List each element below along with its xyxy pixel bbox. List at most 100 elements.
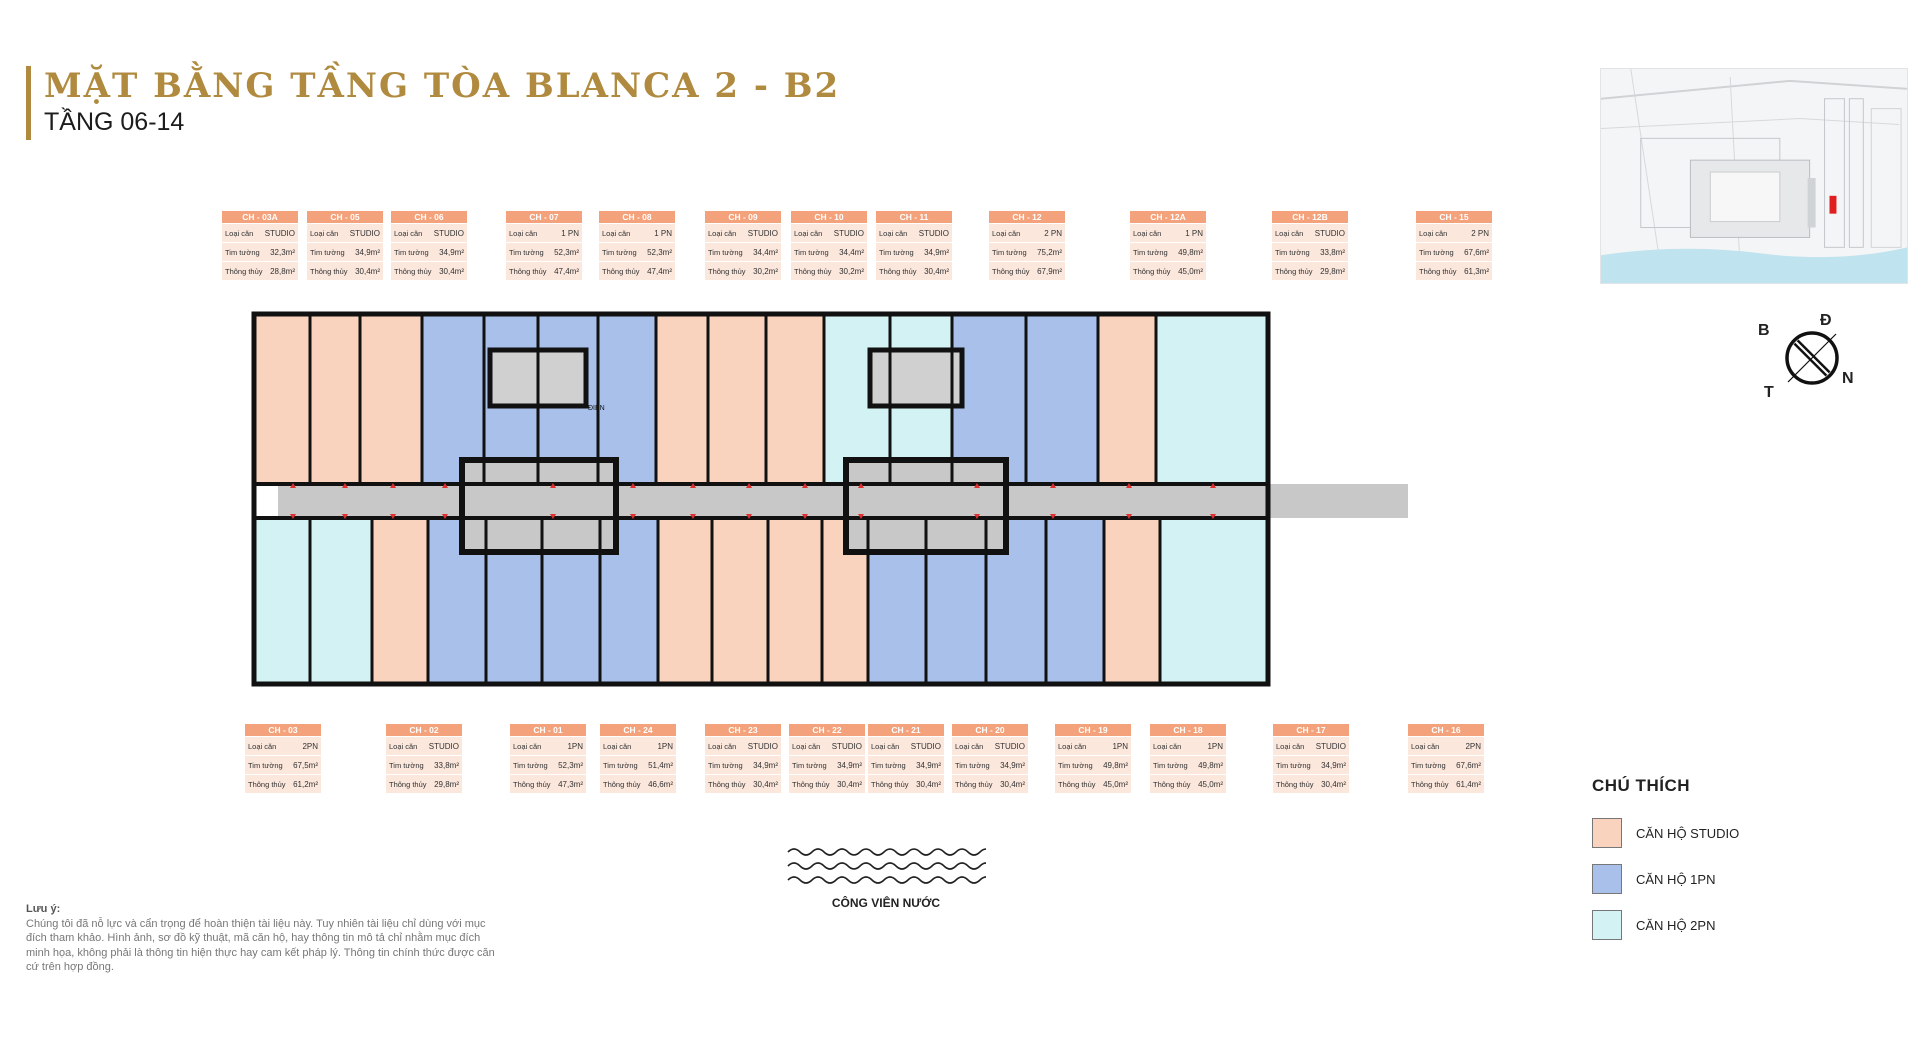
- unit-wall-value: 34,9m²: [355, 247, 380, 257]
- unit-clear-label: Thông thủy: [394, 266, 432, 276]
- unit-code: CH - 15: [1416, 211, 1492, 223]
- door-marker: [390, 514, 396, 519]
- unit-clear-value: 30,4m²: [916, 779, 941, 789]
- unit-wall-label: Tim tường: [708, 247, 743, 257]
- unit-type-value: 1 PN: [654, 228, 672, 238]
- elevator-label: ĐIỆN: [588, 403, 605, 412]
- unit-clear-label: Thông thủy: [1133, 266, 1171, 276]
- entry-door-markers: [290, 483, 1216, 519]
- unit-wall-label: Tim tường: [708, 760, 743, 770]
- unit-type-row: Loại căn STUDIO: [386, 736, 462, 755]
- unit-code: CH - 12A: [1130, 211, 1206, 223]
- compass: B Đ N T: [1758, 312, 1868, 401]
- unit-clear-value: 45,0m²: [1178, 266, 1203, 276]
- legend-swatch-1pn: [1592, 864, 1622, 894]
- unit-code: CH - 02: [386, 724, 462, 736]
- unit-clear-value: 29,8m²: [434, 779, 459, 789]
- unit-type-label: Loại căn: [1275, 228, 1304, 238]
- unit-code: CH - 05: [307, 211, 383, 223]
- unit-code: CH - 12B: [1272, 211, 1348, 223]
- door-marker: [290, 483, 296, 488]
- unit-type-value: STUDIO: [428, 741, 459, 751]
- unit-type-label: Loại căn: [389, 741, 418, 751]
- unit-type-label: Loại căn: [602, 228, 631, 238]
- unit-clear-value: 30,4m²: [1000, 779, 1025, 789]
- unit-wall-value: 67,5m²: [293, 760, 318, 770]
- disclaimer-note: Lưu ý: Chúng tôi đã nỗ lực và cẩn trọng …: [26, 902, 496, 975]
- unit-clear-value: 30,4m²: [355, 266, 380, 276]
- unit-type-label: Loại căn: [792, 741, 821, 751]
- unit-clear-value: 30,4m²: [924, 266, 949, 276]
- unit-wall-value: 32,3m²: [270, 247, 295, 257]
- unit-code: CH - 24: [600, 724, 676, 736]
- title-accent-bar: [26, 66, 31, 140]
- unit-wall-label: Tim tường: [955, 760, 990, 770]
- note-title: Lưu ý:: [26, 903, 61, 915]
- unit-clear-label: Thông thủy: [248, 779, 286, 789]
- unit-wall-value: 33,8m²: [434, 760, 459, 770]
- legend-item-2pn: CĂN HỘ 2PN: [1592, 910, 1715, 940]
- unit-clear-label: Thông thủy: [1276, 779, 1314, 789]
- unit-wall-value: 75,2m²: [1037, 247, 1062, 257]
- unit-wall-value: 51,4m²: [648, 760, 673, 770]
- unit-clear-label: Thông thủy: [794, 266, 832, 276]
- unit-wall-value: 34,9m²: [924, 247, 949, 257]
- site-location-marker: [1829, 195, 1837, 214]
- door-marker: [690, 483, 696, 488]
- unit-type-label: Loại căn: [509, 228, 538, 238]
- unit-wall-label: Tim tường: [1153, 760, 1188, 770]
- unit-type-value: 2PN: [1465, 741, 1481, 751]
- unit-type-label: Loại căn: [310, 228, 339, 238]
- unit-wall-label: Tim tường: [792, 760, 827, 770]
- legend-item-1pn: CĂN HỘ 1PN: [1592, 864, 1715, 894]
- unit-type-label: Loại căn: [1276, 741, 1305, 751]
- door-marker: [746, 514, 752, 519]
- unit-wall-label: Tim tường: [871, 760, 906, 770]
- unit-type-label: Loại căn: [248, 741, 277, 751]
- unit-type-row: Loại căn 1 PN: [599, 223, 675, 242]
- unit-clear-value: 30,4m²: [837, 779, 862, 789]
- unit-clear-area-row: Thông thủy 45,0m²: [1130, 261, 1206, 280]
- door-marker: [630, 514, 636, 519]
- unit-type-value: 1PN: [567, 741, 583, 751]
- door-marker: [1210, 514, 1216, 519]
- unit-wall-label: Tim tường: [1419, 247, 1454, 257]
- unit-type-label: Loại căn: [1133, 228, 1162, 238]
